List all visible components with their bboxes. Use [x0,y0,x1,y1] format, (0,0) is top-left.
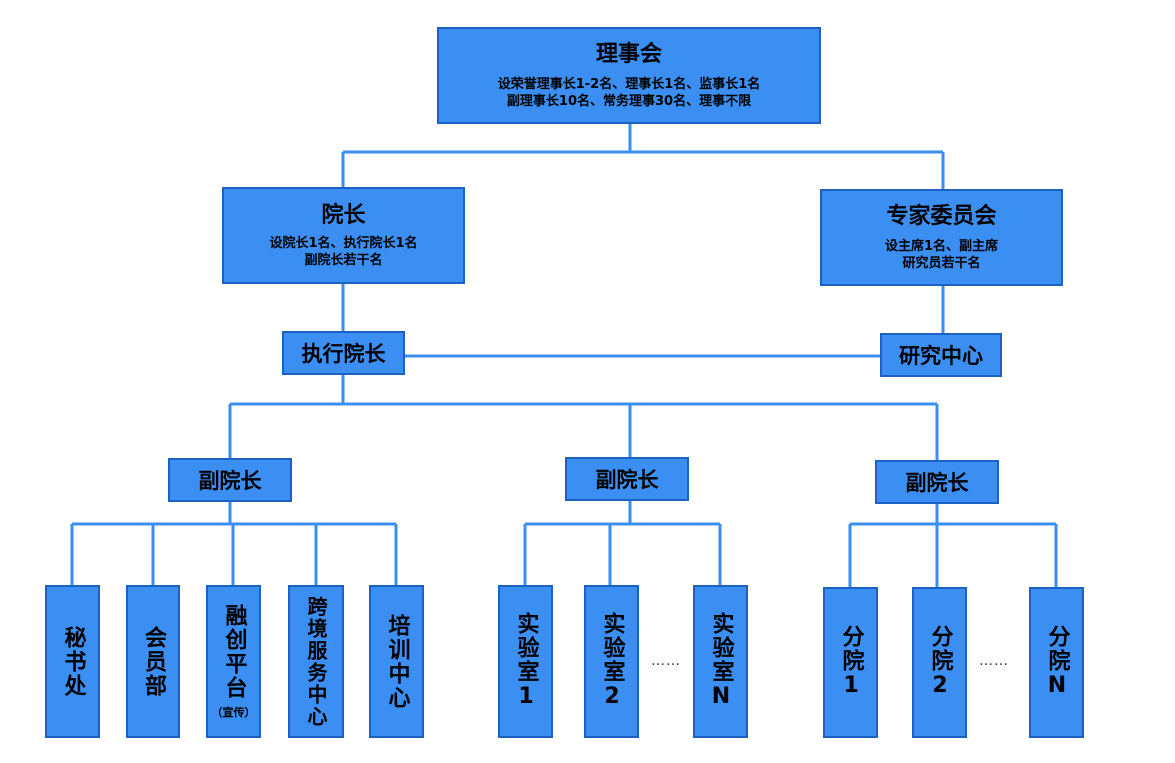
board-line2: 副理事长10名、常务理事30名、理事不限 [506,93,752,109]
experts-box: 专家委员会 设主席1名、副主席 研究员若干名 [820,189,1063,286]
unit-platform: 融创平台 （宣传） [206,585,261,738]
president-line2: 副院长若干名 [304,252,383,268]
board-line1: 设荣誉理事长1-2名、理事长1名、监事长1名 [497,76,761,92]
unit-lab-n: 实验室N [693,585,748,738]
president-line1: 设院长1名、执行院长1名 [269,235,418,251]
unit-training: 培训中心 [369,585,424,738]
unit-branch-2: 分院2 [912,587,967,738]
unit-branch-1: 分院1 [823,587,878,738]
unit-crossborder: 跨境服务中心 [288,585,344,738]
vice-president-box-2: 副院长 [565,457,689,501]
experts-line1: 设主席1名、副主席 [884,238,999,254]
platform-note: （宣传） [211,705,256,719]
ellipsis-branch: …… [979,653,1009,669]
unit-lab-1: 实验室1 [498,585,553,738]
vice-president-box-3: 副院长 [875,460,999,504]
unit-membership: 会员部 [126,585,180,738]
unit-secretariat: 秘书处 [45,585,100,738]
vice-president-box-1: 副院长 [168,458,292,502]
experts-line2: 研究员若干名 [902,255,981,271]
board-box: 理事会 设荣誉理事长1-2名、理事长1名、监事长1名 副理事长10名、常务理事3… [437,27,821,124]
exec-president-box: 执行院长 [282,331,405,375]
president-title: 院长 [321,202,366,228]
president-box: 院长 设院长1名、执行院长1名 副院长若干名 [222,187,465,284]
experts-title: 专家委员会 [886,203,997,229]
unit-lab-2: 实验室2 [584,585,639,738]
research-center-box: 研究中心 [880,333,1002,377]
unit-branch-n: 分院N [1029,587,1084,738]
ellipsis-lab: …… [651,653,681,669]
board-title: 理事会 [595,41,662,67]
